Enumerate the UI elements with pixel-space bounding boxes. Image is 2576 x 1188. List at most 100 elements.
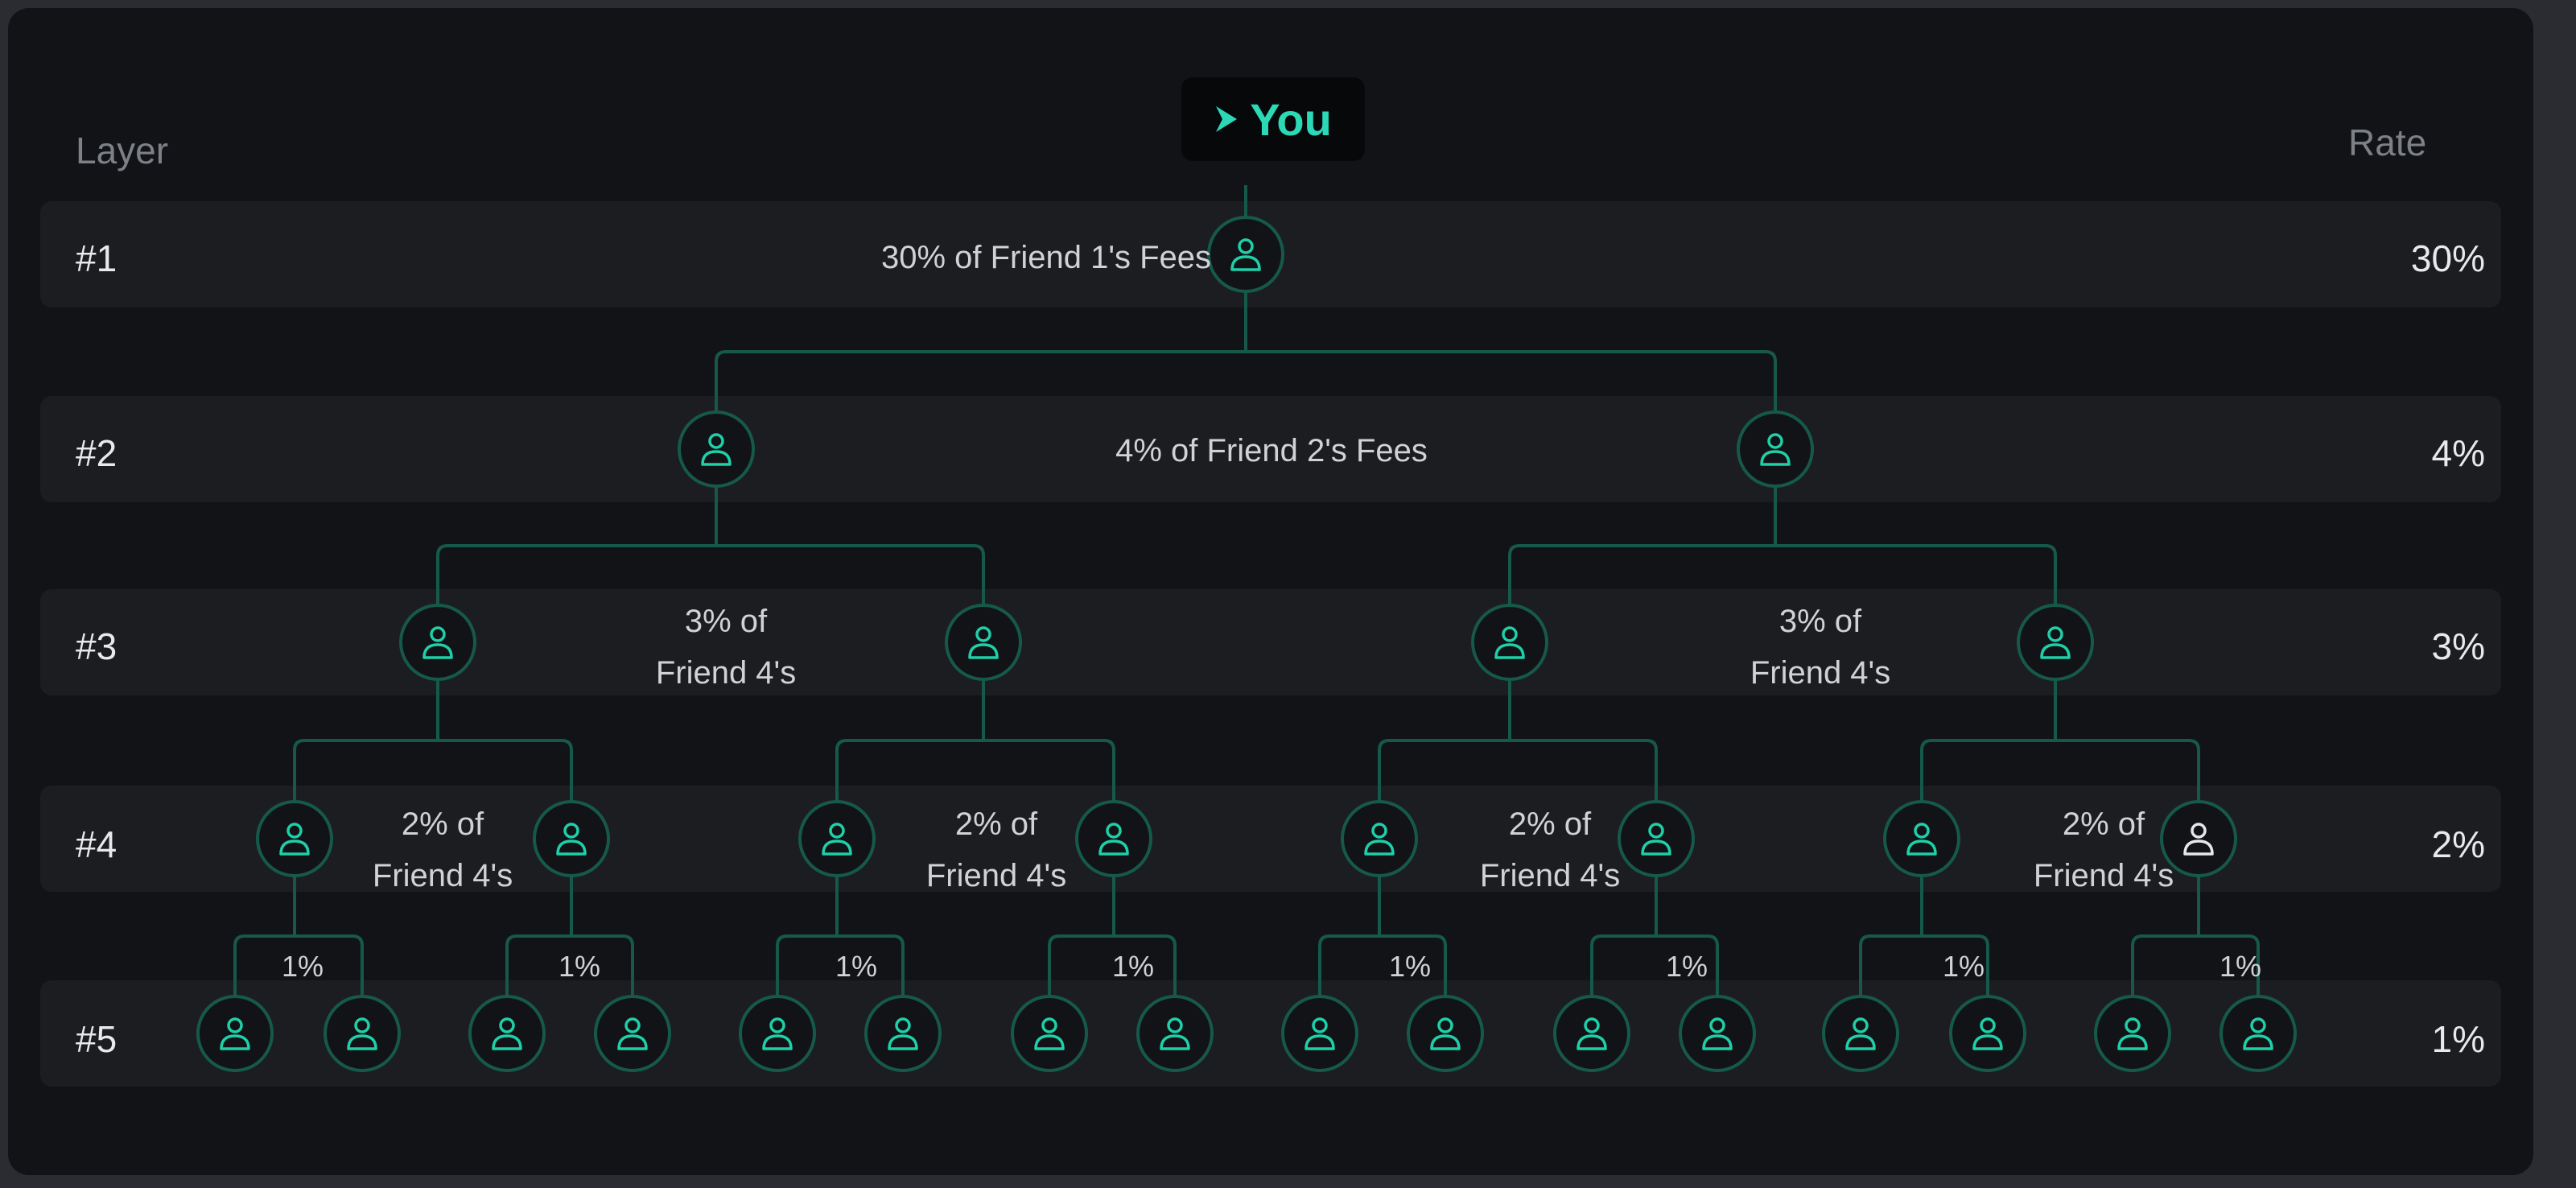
friend-node-layer5-15[interactable] — [2094, 995, 2171, 1072]
friend-node-layer5-13[interactable] — [1822, 995, 1899, 1072]
friend-node-layer5-16[interactable] — [2219, 995, 2297, 1072]
friend-node-layer2-1[interactable] — [678, 410, 755, 488]
user-icon — [1760, 433, 1791, 466]
user-icon — [1577, 1017, 1607, 1050]
user-icon — [617, 1017, 648, 1050]
layer-rate-3: 3% — [2431, 625, 2485, 667]
user-icon — [279, 823, 310, 856]
user-icon — [888, 1017, 918, 1050]
user-icon — [220, 1017, 250, 1050]
friend-node-layer4-4[interactable] — [1075, 800, 1152, 877]
layer-rate-1: 30% — [2410, 237, 2485, 279]
layer-rate-2: 4% — [2431, 432, 2485, 474]
friend-node-layer4-7[interactable] — [1883, 800, 1960, 877]
user-icon — [1304, 1017, 1335, 1050]
friend-node-layer4-1[interactable] — [256, 800, 333, 877]
user-icon — [1160, 1017, 1190, 1050]
connector-layer4-to-5-5 — [1318, 876, 1447, 996]
connector-layer2-to-3-1 — [436, 486, 985, 605]
user-icon — [1641, 823, 1671, 856]
user-icon — [1430, 1017, 1461, 1050]
layer-row-band-4 — [40, 786, 2501, 892]
friend-node-layer5-14[interactable] — [1949, 995, 2026, 1072]
connector-layer4-to-5-1 — [233, 876, 364, 996]
friend-node-layer5-6[interactable] — [864, 995, 942, 1072]
user-icon — [2243, 1017, 2273, 1050]
layer-label-2: #2 — [76, 432, 117, 474]
user-icon — [422, 626, 453, 659]
friend-node-layer4-2[interactable] — [533, 800, 610, 877]
user-icon — [2040, 626, 2071, 659]
friend-node-layer5-8[interactable] — [1136, 995, 1214, 1072]
user-icon — [1702, 1017, 1733, 1050]
user-icon — [1906, 823, 1937, 856]
user-icon — [1364, 823, 1395, 856]
friend-node-layer3-2[interactable] — [945, 604, 1022, 681]
user-icon — [822, 823, 852, 856]
friend-node-layer2-2[interactable] — [1737, 410, 1814, 488]
friend-node-layer5-4[interactable] — [594, 995, 671, 1072]
friend-node-layer3-4[interactable] — [2017, 604, 2094, 681]
friend-node-layer5-5[interactable] — [739, 995, 816, 1072]
friend-node-layer3-1[interactable] — [399, 604, 476, 681]
connector-layer3-to-4-1 — [293, 679, 573, 802]
connector-layer4-to-5-7 — [1859, 876, 1989, 996]
layer5-annotation-3: 1% — [835, 950, 878, 983]
friend-node-layer4-5[interactable] — [1341, 800, 1418, 877]
layer2-annotation: 4% of Friend 2's Fees — [1115, 433, 1428, 468]
layer-label-4: #4 — [76, 823, 117, 865]
friend-node-layer5-3[interactable] — [468, 995, 546, 1072]
user-icon — [1098, 823, 1129, 856]
user-icon — [1972, 1017, 2003, 1050]
connector-layer4-to-5-6 — [1590, 876, 1719, 996]
layer5-annotation-1: 1% — [281, 950, 324, 983]
connector-layer3-to-4-4 — [1920, 679, 2200, 802]
layer-label-5: #5 — [76, 1018, 117, 1060]
connector-layer2-to-3-2 — [1508, 486, 2057, 605]
you-label: You — [1250, 93, 1332, 145]
layer5-annotation-8: 1% — [2219, 950, 2262, 983]
user-icon — [2117, 1017, 2148, 1050]
connector-layer4-to-5-4 — [1048, 876, 1177, 996]
rate-column-header: Rate — [2348, 122, 2427, 163]
layer5-annotation-4: 1% — [1111, 950, 1155, 983]
friend-node-layer3-3[interactable] — [1471, 604, 1548, 681]
friend-node-layer4-8[interactable] — [2160, 800, 2237, 877]
connector-layer4-to-5-8 — [2131, 876, 2260, 996]
friend-node-layer5-9[interactable] — [1281, 995, 1358, 1072]
layer-rate-4: 2% — [2431, 823, 2485, 865]
connector-layer4-to-5-3 — [776, 876, 905, 996]
user-icon — [347, 1017, 377, 1050]
friend-node-layer1-1[interactable] — [1207, 216, 1284, 293]
friend-node-layer5-10[interactable] — [1407, 995, 1484, 1072]
layer-label-1: #1 — [76, 237, 117, 279]
friend-node-layer4-3[interactable] — [798, 800, 876, 877]
user-icon — [968, 626, 999, 659]
friend-node-layer5-2[interactable] — [324, 995, 401, 1072]
friend-node-layer5-1[interactable] — [196, 995, 274, 1072]
you-root-node[interactable]: You — [1181, 77, 1365, 161]
connector-layer3-to-4-3 — [1378, 679, 1658, 802]
friend-node-layer4-6[interactable] — [1618, 800, 1695, 877]
layer5-annotation-7: 1% — [1942, 950, 1985, 983]
connector-layer3-to-4-2 — [835, 679, 1115, 802]
referral-tree-diagram — [40, 185, 2501, 1087]
layer-row-band-2 — [40, 396, 2501, 502]
layer5-annotation-2: 1% — [558, 950, 601, 983]
friend-node-layer5-7[interactable] — [1011, 995, 1088, 1072]
layer-rate-5: 1% — [2431, 1018, 2485, 1060]
friend-node-layer5-12[interactable] — [1679, 995, 1756, 1072]
user-icon — [701, 433, 732, 466]
referral-tree-panel: Layer Rate You #1 #2 #3 #4 #5 30% 4% 3% … — [8, 8, 2533, 1175]
play-arrow-icon — [1216, 106, 1238, 132]
layer-label-3: #3 — [76, 625, 117, 667]
user-icon — [1845, 1017, 1876, 1050]
layer-column-header: Layer — [76, 130, 169, 171]
friend-node-layer5-11[interactable] — [1553, 995, 1630, 1072]
